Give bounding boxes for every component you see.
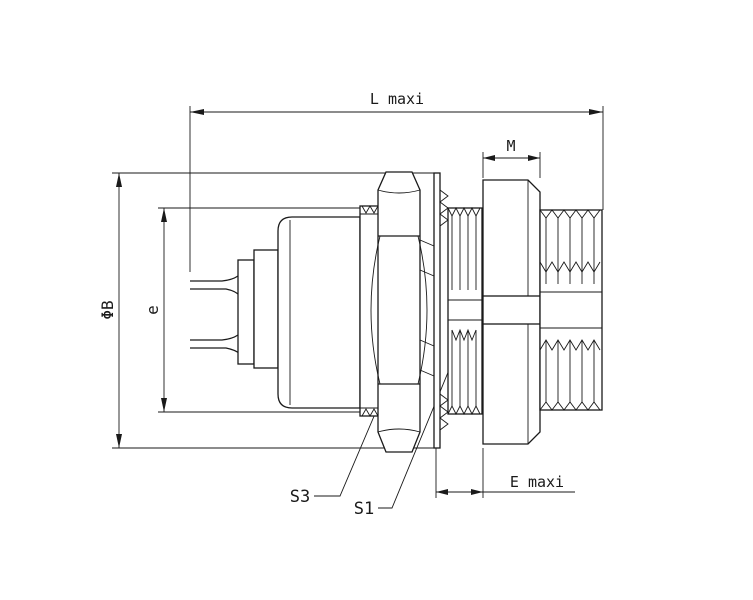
washer [419,172,449,449]
contact-pins [190,249,279,369]
rear-thread [359,205,381,417]
middle-thread [447,206,483,416]
dim-e: e [143,207,372,413]
dim-e-maxi: E maxi [435,448,575,498]
rear-body [277,216,361,409]
dim-length-label: L maxi [370,90,424,108]
dim-e-maxi-label: E maxi [510,473,564,491]
leader-s3-label: S3 [290,487,310,507]
dim-e-label: e [143,305,162,315]
dim-diameter-label: ΦB [98,300,117,319]
flange [482,179,541,445]
dim-length: L maxi [189,90,604,272]
leader-s1-label: S1 [354,499,374,519]
dim-m: M [482,137,541,178]
dim-m-label: M [506,137,515,155]
front-thread [539,209,603,411]
hex-nut [370,171,428,453]
